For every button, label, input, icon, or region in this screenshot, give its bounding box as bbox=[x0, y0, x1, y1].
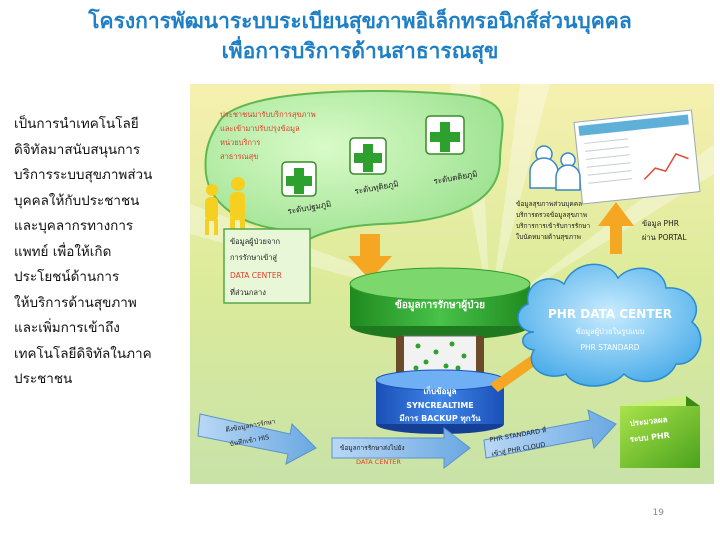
patient-box-line: DATA CENTER bbox=[230, 271, 282, 280]
diagram-svg: ประชาชนมารับบริการสุขภาพ และเข้ามาปรับปร… bbox=[190, 84, 714, 484]
body-line: ประชาชน bbox=[14, 371, 73, 387]
cloud-subtitle-2: PHR STANDARD bbox=[580, 343, 639, 352]
body-line: เทคโนโลยีดิจิทัลในภาค bbox=[14, 345, 152, 362]
cylinder-top-label: ข้อมูลการรักษาผู้ป่วย bbox=[395, 299, 485, 312]
portal-label-line: ผ่าน PORTAL bbox=[642, 233, 687, 242]
treatment-data-cylinder bbox=[349, 267, 531, 340]
database-label-line: SYNCREALTIME bbox=[406, 401, 474, 410]
bubble-text-line: หน่วยบริการ bbox=[220, 138, 260, 147]
bubble-text-line: ประชาชนมารับบริการสุขภาพ bbox=[220, 110, 316, 119]
patient-box-line: ที่ส่วนกลาง bbox=[230, 287, 266, 297]
processing-box-line: ระบบ PHR bbox=[629, 431, 670, 444]
body-line: ดิจิทัลมาสนับสนุนการ bbox=[14, 141, 141, 158]
phr-portal-label: ข้อมูล PHR ผ่าน PORTAL bbox=[642, 219, 687, 242]
cloud-subtitle-1: ข้อมูลผู้ป่วยในรูปแบบ bbox=[576, 327, 645, 336]
bubble-caption: ประชาชนมารับบริการสุขภาพ และเข้ามาปรับปร… bbox=[220, 110, 316, 161]
database-label-line: มีการ BACKUP ทุกวัน bbox=[399, 413, 481, 424]
database-label-line: เก็บข้อมูล bbox=[423, 385, 456, 397]
processing-box-line: ประมวลผล bbox=[629, 415, 668, 428]
phr-processing-box bbox=[620, 396, 700, 468]
service-item: ใบนัดหมายด้านสุขภาพ bbox=[516, 233, 581, 241]
cloud-upload-arrow bbox=[483, 409, 617, 459]
description-text: เป็นการนำเทคโนโลยี ดิจิทัลมาสนับสนุนการ … bbox=[14, 112, 194, 393]
body-line: ประโยชน์ด้านการ bbox=[14, 269, 120, 285]
bubble-text-line: สาธารณสุข bbox=[220, 152, 258, 161]
up-arrow-icon bbox=[598, 202, 634, 254]
body-line: บุคคลให้กับประชาชน bbox=[14, 192, 140, 209]
data-flow-column bbox=[396, 335, 484, 375]
data-sender-red-text: DATA CENTER bbox=[356, 458, 401, 466]
data-sender-text: ข้อมูลการรักษาส่งไปยัง bbox=[340, 444, 405, 452]
database-labels: เก็บข้อมูล SYNCREALTIME มีการ BACKUP ทุก… bbox=[399, 385, 481, 424]
hospital-cross-icon bbox=[281, 161, 317, 197]
slide-title: โครงการพัฒนาระบบระเบียนสุขภาพอิเล็กทรอนิ… bbox=[0, 6, 720, 66]
phr-cloud bbox=[517, 263, 702, 387]
body-line: เป็นการนำเทคโนโลยี bbox=[14, 116, 139, 132]
body-line: แพทย์ เพื่อให้เกิด bbox=[14, 243, 112, 260]
phr-system-diagram: ประชาชนมารับบริการสุขภาพ และเข้ามาปรับปร… bbox=[190, 84, 714, 484]
data-sender-arrow bbox=[331, 426, 471, 470]
body-line: และบุคลากรทางการ bbox=[14, 218, 134, 234]
service-item: ข้อมูลสุขภาพส่วนบุคคล bbox=[516, 200, 582, 208]
patient-data-box bbox=[223, 228, 311, 304]
phr-portal-screenshot bbox=[573, 109, 701, 205]
bubble-text-line: และเข้ามาปรับปรุงข้อมูล bbox=[220, 124, 300, 133]
page-number: 19 bbox=[652, 508, 664, 518]
patient-data-box-text: ข้อมูลผู้ป่วยจาก การรักษาเข้าสู่ DATA CE… bbox=[230, 237, 282, 297]
database-icon bbox=[375, 369, 505, 434]
patient-box-line: ข้อมูลผู้ป่วยจาก bbox=[230, 237, 280, 246]
service-item: บริการตรวจข้อมูลสุขภาพ bbox=[516, 211, 587, 219]
body-line: ให้บริการด้านสุขภาพ bbox=[14, 294, 137, 311]
hospital-cross-icon bbox=[425, 115, 465, 155]
users-icon bbox=[529, 145, 581, 191]
portal-label-line: ข้อมูล PHR bbox=[642, 219, 679, 228]
title-line-1: โครงการพัฒนาระบบระเบียนสุขภาพอิเล็กทรอนิ… bbox=[88, 9, 632, 33]
service-item: บริการการเข้ารับการรักษา bbox=[516, 222, 590, 230]
title-line-2: เพื่อการบริการด้านสาธารณสุข bbox=[221, 39, 499, 63]
phr-services-list: ข้อมูลสุขภาพส่วนบุคคล บริการตรวจข้อมูลสุ… bbox=[516, 200, 590, 241]
cloud-title: PHR DATA CENTER bbox=[548, 307, 672, 321]
body-line: และเพิ่มการเข้าถึง bbox=[14, 320, 120, 336]
down-arrow-icon bbox=[348, 234, 392, 280]
hospital-cross-icon bbox=[349, 137, 387, 175]
his-arrow bbox=[197, 413, 317, 465]
patient-box-line: การรักษาเข้าสู่ bbox=[230, 253, 277, 262]
people-icon bbox=[205, 177, 245, 236]
body-line: บริการระบบสุขภาพส่วน bbox=[14, 167, 153, 183]
